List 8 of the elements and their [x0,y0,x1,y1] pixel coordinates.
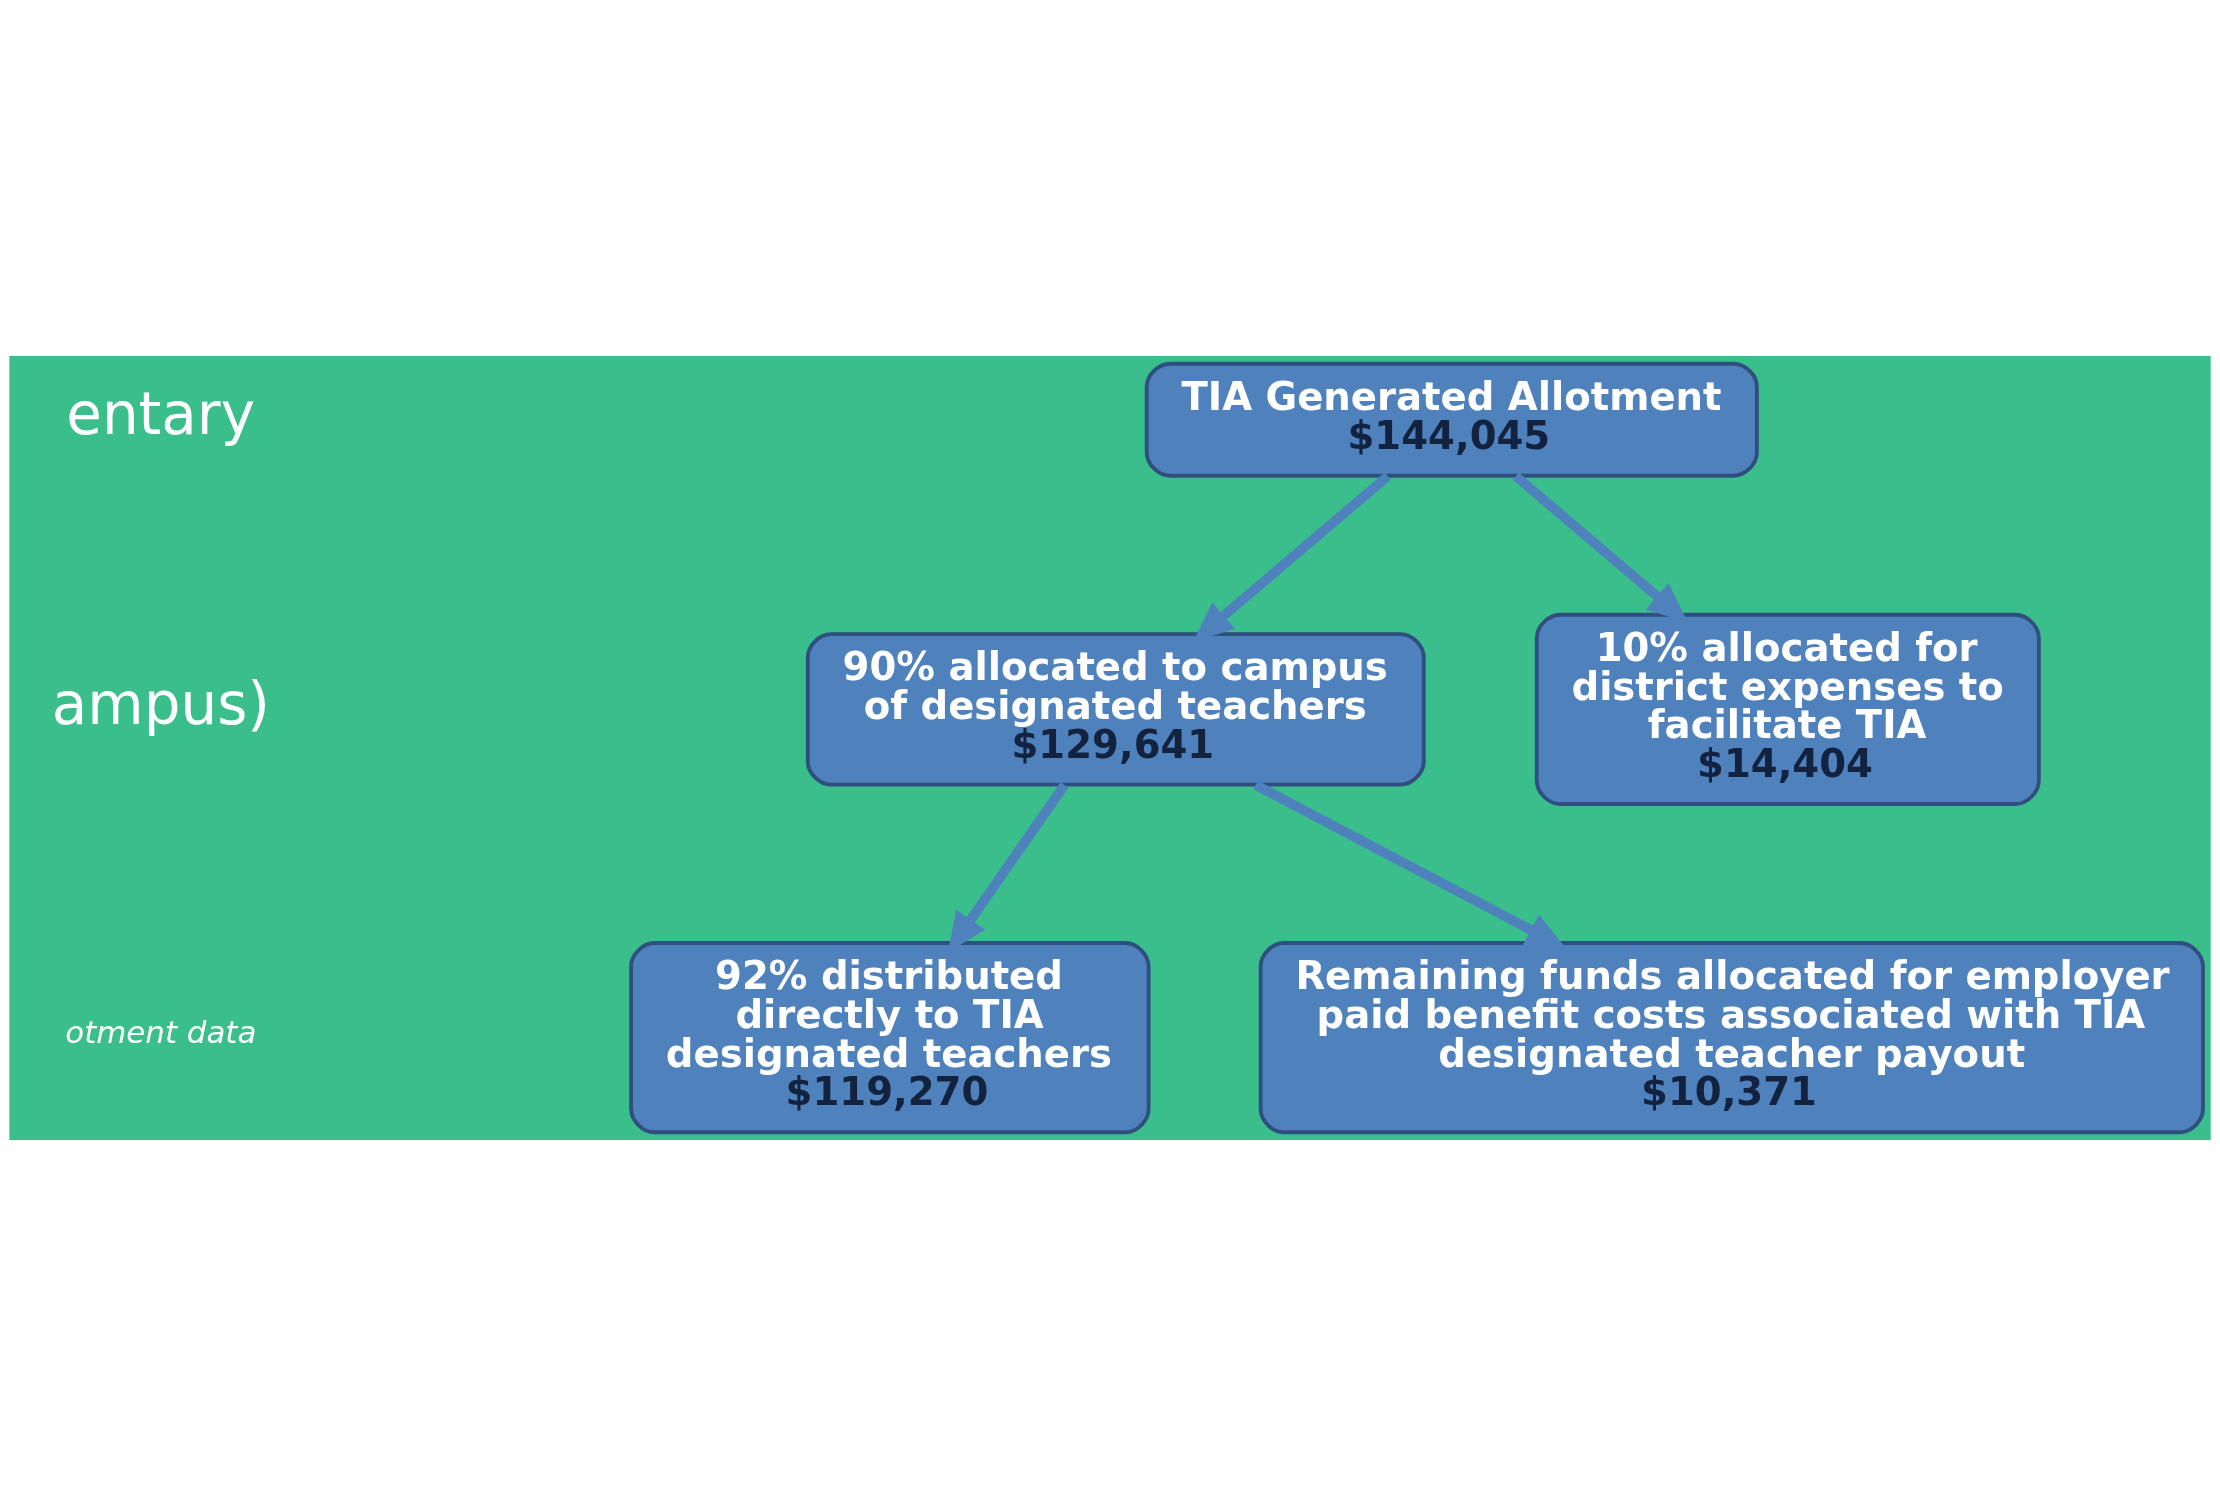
label: entary [66,379,255,448]
label: ampus) [51,669,270,738]
node-box: 90% allocated to campus of designated teachers $129,641 [805,631,1426,787]
node-box: TIA Generated Allotment $144,045 [1144,361,1759,478]
node-box: 92% distributed directly to TIA designated teachers $119,270 [629,940,1151,1134]
node-box: Remaining funds allocated for employer paid benefit costs associated with TIA designated teacher payout $10,371 [1258,940,2205,1134]
node-box: 10% allocated for district expenses to facilitate TIA $14,404 [1534,612,2041,806]
label: otment data [65,1013,257,1050]
